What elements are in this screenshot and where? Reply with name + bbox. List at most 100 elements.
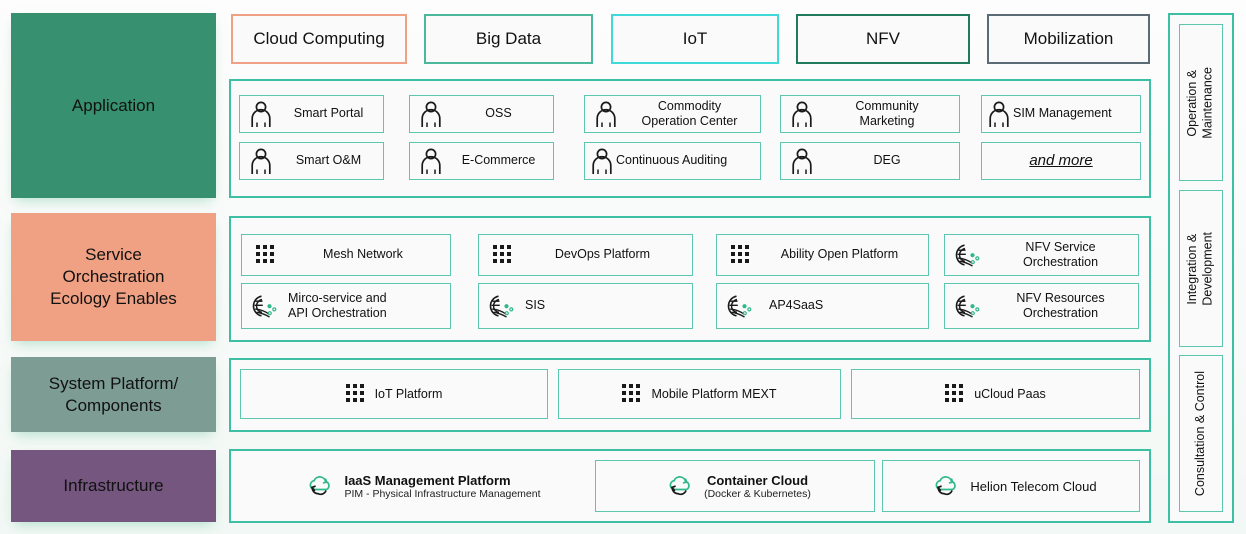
app-item-commodity-operation-center[interactable]: Commodity Operation Center: [584, 95, 761, 133]
app-item-label: OSS: [485, 106, 512, 121]
infra-item-title: Container Cloud: [706, 472, 809, 488]
layer-label-text: Infrastructure: [63, 476, 164, 496]
service-item-nfv-service-orchestration[interactable]: NFV Service Orchestration: [944, 234, 1139, 276]
tag-label: Mobilization: [1023, 29, 1114, 48]
system-item-label: Mobile Platform MEXT: [651, 387, 777, 401]
person-icon: [781, 100, 815, 128]
app-item-continuous-auditing[interactable]: Continuous Auditing: [584, 142, 761, 180]
service-item-label: Mirco-service and API Orchestration: [288, 290, 387, 320]
service-item-label: SIS: [525, 298, 546, 313]
app-item-e-commerce[interactable]: E-Commerce: [409, 142, 554, 180]
cloud-icon: [299, 473, 335, 499]
layer-label-text: Service Orchestration Ecology Enables: [50, 245, 177, 308]
service-item-label: NFV Resources Orchestration: [1016, 290, 1105, 320]
person-icon: [585, 100, 619, 128]
grid-dots-icon: [945, 384, 965, 404]
grid-dots-icon: [622, 384, 642, 404]
layer-label-system-platform: System Platform/ Components: [11, 357, 216, 432]
service-item-devops-platform[interactable]: DevOps Platform: [478, 234, 693, 276]
app-item-deg[interactable]: DEG: [780, 142, 960, 180]
service-item-label: Mesh Network: [323, 247, 403, 262]
system-item-ucloud-paas[interactable]: uCloud Paas: [851, 369, 1140, 419]
tag-iot[interactable]: IoT: [611, 14, 779, 64]
cloud-icon: [659, 473, 695, 499]
rail-item-integration-development[interactable]: Integration & Development: [1179, 190, 1223, 347]
service-item-mesh-network[interactable]: Mesh Network: [241, 234, 451, 276]
person-icon: [410, 100, 444, 128]
app-item-label: E-Commerce: [461, 153, 536, 168]
infra-item-subtitle: PIM - Physical Infrastructure Management: [344, 487, 541, 500]
layer-label-text: System Platform/ Components: [48, 373, 179, 415]
app-item-label: SIM Management: [1013, 106, 1112, 121]
service-item-micro-service-api-orchestration[interactable]: Mirco-service and API Orchestration: [241, 283, 451, 329]
tag-mobilization[interactable]: Mobilization: [987, 14, 1150, 64]
infra-item-title: Helion Telecom Cloud: [970, 478, 1097, 494]
person-icon: [240, 147, 274, 175]
infra-item-subtitle: (Docker & Kubernetes): [704, 487, 811, 500]
service-item-label: NFV Service Orchestration: [1022, 239, 1099, 269]
rail-item-label: Operation & Maintenance: [1185, 66, 1215, 139]
rail-item-label: Consultation & Control: [1193, 370, 1208, 497]
app-item-and-more[interactable]: and more: [981, 142, 1141, 180]
app-item-label: Continuous Auditing: [616, 153, 728, 168]
grid-dots-icon: [717, 245, 751, 265]
app-item-label: Commodity Operation Center: [641, 98, 738, 128]
cloud-icon: [925, 473, 961, 499]
service-item-nfv-resources-orchestration[interactable]: NFV Resources Orchestration: [944, 283, 1139, 329]
tag-label: NFV: [866, 29, 900, 48]
tag-label: Big Data: [475, 29, 542, 48]
infra-item-text: Helion Telecom Cloud: [970, 479, 1096, 494]
service-item-label: Ability Open Platform: [780, 247, 899, 262]
infra-item-title: IaaS Management Platform: [344, 472, 511, 488]
system-item-label: uCloud Paas: [974, 387, 1046, 401]
service-item-ap4saas[interactable]: AP4SaaS: [716, 283, 929, 329]
layer-label-infrastructure: Infrastructure: [11, 450, 216, 522]
rail-item-consultation-control[interactable]: Consultation & Control: [1179, 355, 1223, 512]
tag-cloud-computing[interactable]: Cloud Computing: [231, 14, 407, 64]
orchestration-icon: [717, 293, 755, 319]
system-item-iot-platform[interactable]: IoT Platform: [240, 369, 548, 419]
orchestration-icon: [242, 293, 280, 319]
service-item-label: DevOps Platform: [554, 247, 651, 262]
layer-label-service-orchestration: Service Orchestration Ecology Enables: [11, 213, 216, 341]
app-item-label: Smart O&M: [295, 153, 362, 168]
system-item-label: IoT Platform: [374, 387, 443, 401]
app-item-oss[interactable]: OSS: [409, 95, 554, 133]
infra-item-text: IaaS Management Platform PIM - Physical …: [344, 473, 540, 500]
person-icon: [589, 147, 615, 175]
infra-item-iaas-management-platform[interactable]: IaaS Management Platform PIM - Physical …: [250, 460, 590, 512]
app-item-label: Community Marketing: [855, 98, 919, 128]
orchestration-icon: [945, 242, 983, 268]
person-icon: [781, 147, 815, 175]
app-item-smart-portal[interactable]: Smart Portal: [239, 95, 384, 133]
grid-dots-icon: [242, 245, 276, 265]
tag-label: Cloud Computing: [253, 29, 385, 48]
rail-item-label: Integration & Development: [1185, 231, 1215, 306]
app-item-smart-om[interactable]: Smart O&M: [239, 142, 384, 180]
layer-label-application: Application: [11, 13, 216, 198]
app-item-label: and more: [1029, 151, 1093, 169]
service-item-sis[interactable]: SIS: [478, 283, 693, 329]
orchestration-icon: [945, 293, 983, 319]
tag-nfv[interactable]: NFV: [796, 14, 970, 64]
grid-dots-icon: [345, 384, 366, 404]
app-item-sim-management[interactable]: SIM Management: [981, 95, 1141, 133]
grid-dots-icon: [479, 245, 513, 265]
infra-item-container-cloud[interactable]: Container Cloud (Docker & Kubernetes): [595, 460, 875, 512]
tag-label: IoT: [682, 29, 708, 48]
infra-item-text: Container Cloud (Docker & Kubernetes): [704, 473, 811, 500]
app-item-label: Smart Portal: [293, 106, 364, 121]
layer-label-text: Application: [71, 95, 156, 115]
person-icon: [410, 147, 444, 175]
orchestration-icon: [479, 293, 517, 319]
person-icon: [986, 100, 1012, 128]
infra-item-helion-telecom-cloud[interactable]: Helion Telecom Cloud: [882, 460, 1140, 512]
rail-item-operation-maintenance[interactable]: Operation & Maintenance: [1179, 24, 1223, 181]
tag-big-data[interactable]: Big Data: [424, 14, 593, 64]
system-item-mobile-platform-mext[interactable]: Mobile Platform MEXT: [558, 369, 841, 419]
person-icon: [240, 100, 274, 128]
app-item-label: DEG: [873, 153, 901, 168]
app-item-community-marketing[interactable]: Community Marketing: [780, 95, 960, 133]
service-item-ability-open-platform[interactable]: Ability Open Platform: [716, 234, 929, 276]
